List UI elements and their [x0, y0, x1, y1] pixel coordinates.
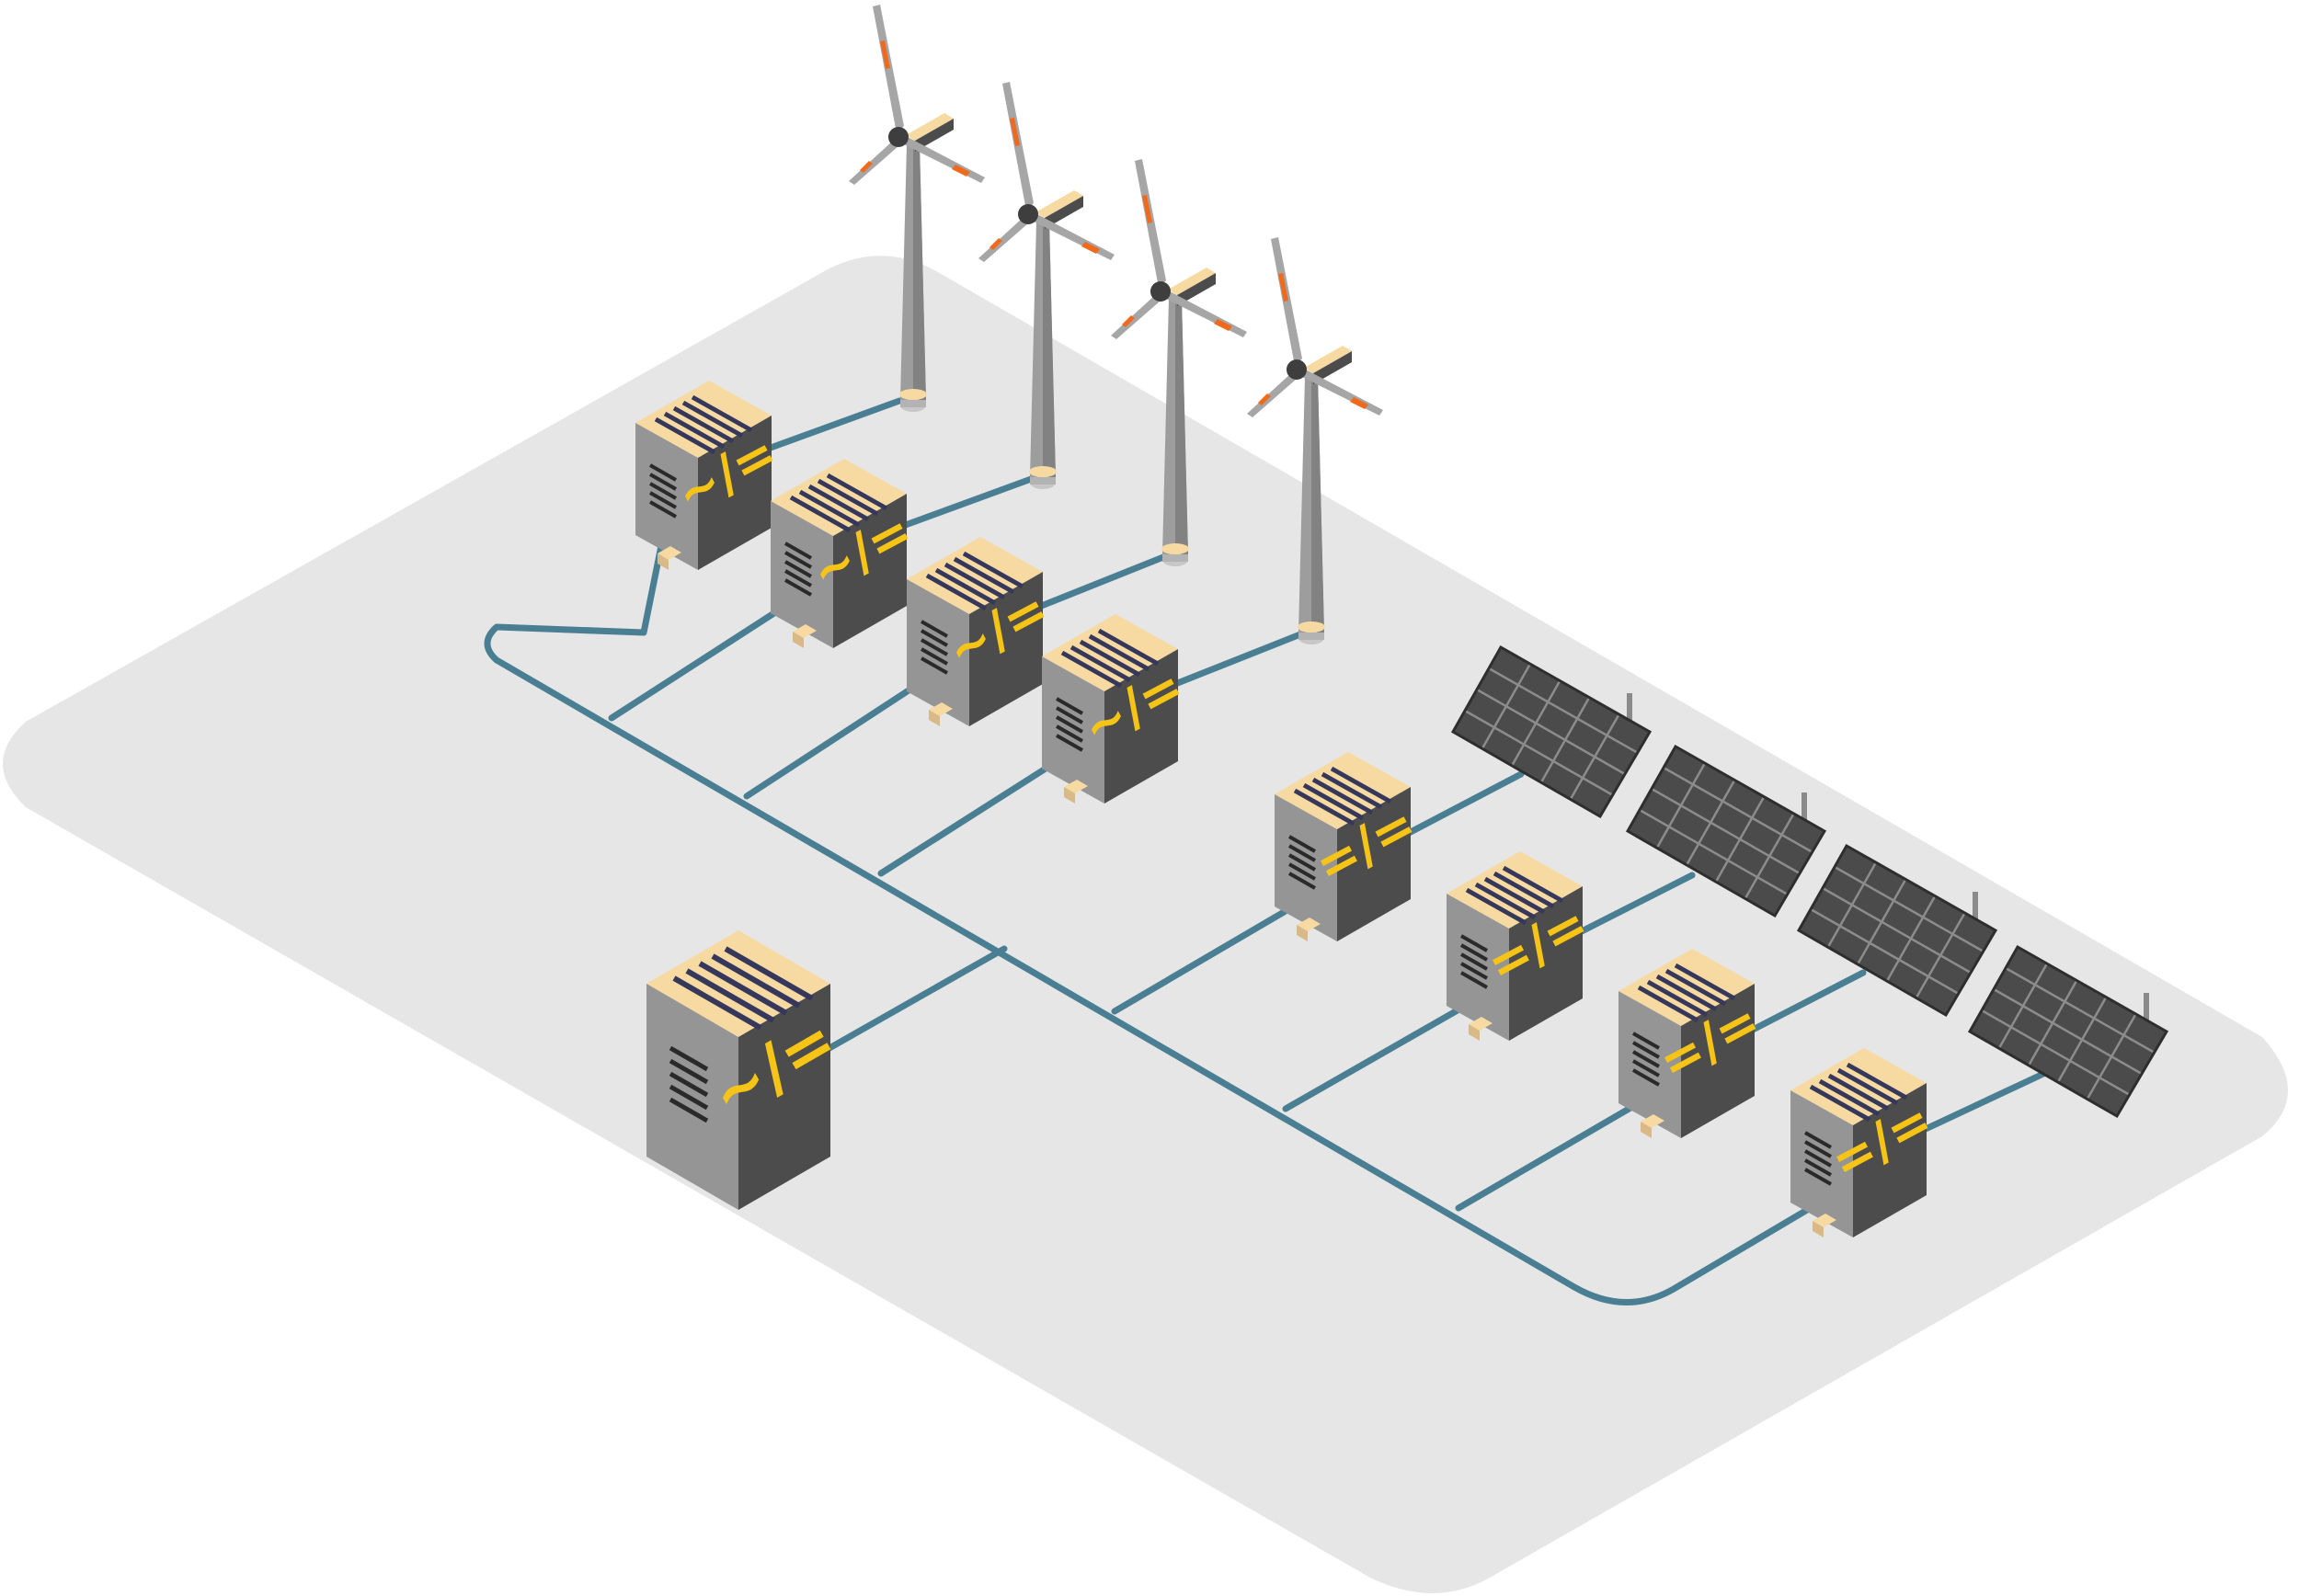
converter-cabinet: =/=	[1618, 949, 1770, 1138]
feeder-cable	[1282, 997, 1479, 1112]
panel-link-cable	[1405, 770, 1525, 837]
cable-network	[484, 397, 2047, 1305]
converter-cabinet: =/=	[1790, 1048, 1942, 1237]
converter-cabinet: ~/=	[1042, 614, 1194, 804]
converter-cabinet: ~/=	[907, 537, 1058, 726]
grid-converter-cabinet: ~/=	[646, 930, 849, 1210]
converter-cabinet: =/=	[1275, 752, 1426, 941]
main-bus-cable	[484, 510, 1826, 1305]
turbine-link-cable	[1035, 552, 1172, 610]
feeder-cable	[1111, 895, 1310, 1015]
wind-converter-group: ~/= ~/= ~/= ~/=	[635, 381, 1194, 804]
ground-plate	[3, 256, 2288, 1594]
converter-cabinet: ~/=	[635, 381, 787, 570]
panel-link-cable	[1749, 969, 1867, 1033]
turbine-link-cable	[1172, 631, 1304, 688]
feeder-cable	[877, 750, 1072, 877]
turbine-link-cable	[899, 474, 1037, 530]
feeder-cable	[743, 671, 936, 800]
solar-converter-group: =/= =/= =/= =/=	[1275, 752, 1942, 1237]
turbine-link-cable	[767, 397, 903, 451]
feeder-cable	[1455, 1094, 1652, 1212]
feeder-cable	[608, 594, 802, 722]
panel-link-cable	[1576, 872, 1696, 936]
converter-cabinet: =/=	[1447, 851, 1598, 1041]
panel-link-cable	[1922, 1070, 2047, 1133]
converter-cabinet: ~/=	[771, 459, 922, 648]
grid-feeder-cable	[826, 945, 1008, 1052]
